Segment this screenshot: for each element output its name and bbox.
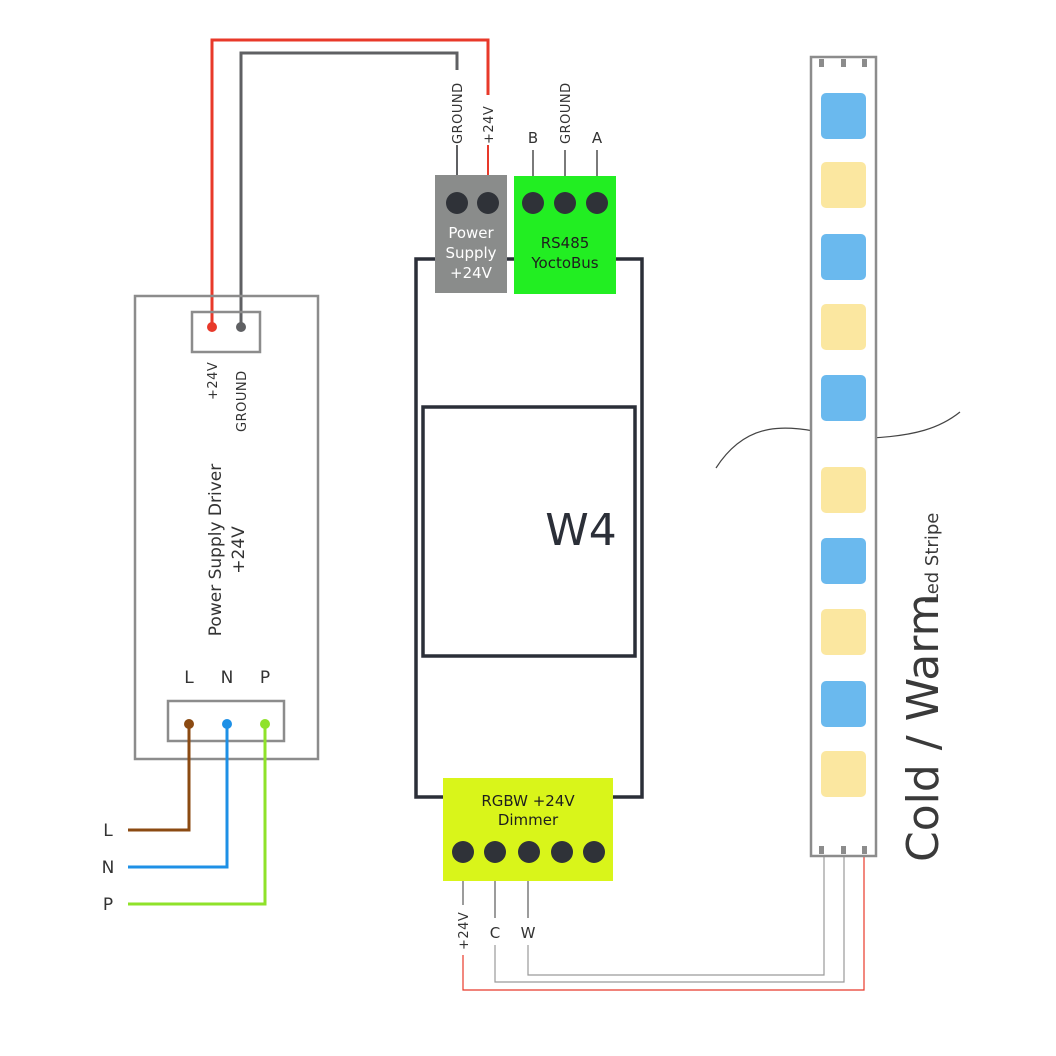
strip-pad-bot-1	[819, 846, 824, 854]
bus-screw-b	[522, 192, 544, 214]
led-chip-yellow	[821, 162, 866, 208]
bus-screw-a	[586, 192, 608, 214]
dimmer-screw-4	[551, 841, 573, 863]
mains-P-label: P	[103, 895, 113, 915]
led-chip-blue	[821, 234, 866, 280]
led-chip-yellow	[821, 304, 866, 350]
w4-front-panel	[421, 405, 637, 658]
wire-plus24-red	[210, 38, 490, 326]
dimmer-screw-3	[518, 841, 540, 863]
psu-out-plus-label: +24V	[206, 362, 221, 400]
wire-ground-grey	[239, 51, 459, 326]
dimmer-pin-c-label: C	[490, 924, 500, 942]
wire-strip-plus	[462, 856, 865, 991]
psu-ground-dot	[236, 322, 246, 332]
wire-N	[128, 724, 229, 869]
led-chip-blue	[821, 538, 866, 584]
led-chip-yellow	[821, 467, 866, 513]
led-chip-blue	[821, 93, 866, 139]
psu-in-N-label: N	[221, 668, 234, 688]
led-chip-yellow	[821, 751, 866, 797]
mains-N-label: N	[102, 858, 115, 878]
power-terminal-line1: Power	[448, 224, 494, 242]
power-terminal-line2: Supply	[445, 244, 496, 262]
bus-pin-a-label: A	[592, 129, 603, 147]
dimmer-terminal	[443, 778, 613, 881]
w4-name: W4	[545, 505, 617, 556]
psu-plus-dot	[207, 322, 217, 332]
strip-title: Cold / Warm	[898, 594, 949, 862]
led-chips	[821, 93, 866, 797]
power-screw-ground	[446, 192, 468, 214]
psu-box	[133, 294, 320, 761]
strip-pad-top-1	[819, 59, 824, 67]
power-pin-plus-label: +24V	[482, 106, 497, 144]
strip-pad-bot-2	[841, 846, 846, 854]
strip-pad-bot-3	[862, 846, 867, 854]
psu-subtitle: +24V	[229, 526, 249, 574]
dimmer-pin-w-label: W	[521, 924, 536, 942]
strip-pad-top-2	[841, 59, 846, 67]
psu-title: Power Supply Driver	[206, 464, 226, 636]
led-chip-blue	[821, 681, 866, 727]
power-terminal-line3: +24V	[450, 264, 493, 282]
mains-L-label: L	[103, 821, 113, 841]
dimmer-pin-plus-label: +24V	[457, 912, 472, 950]
bus-screw-ground	[554, 192, 576, 214]
strip-subtitle: Led Stripe	[922, 513, 943, 604]
power-screw-plus	[477, 192, 499, 214]
wire-strip-w	[527, 856, 825, 976]
power-pin-ground-label: GROUND	[451, 82, 466, 144]
wire-L	[128, 724, 191, 832]
psu-in-L-label: L	[184, 668, 194, 688]
psu-in-P-label: P	[260, 668, 270, 688]
bus-pin-ground-label: GROUND	[559, 82, 574, 144]
dimmer-screw-1	[452, 841, 474, 863]
led-chip-yellow	[821, 609, 866, 655]
led-chip-blue	[821, 375, 866, 421]
strip-pad-top-3	[862, 59, 867, 67]
wire-strip-c	[494, 856, 845, 983]
psu-output-terminal	[190, 310, 262, 354]
bus-pin-b-label: B	[528, 129, 538, 147]
dimmer-terminal-line2: Dimmer	[498, 811, 559, 829]
dimmer-screw-5	[583, 841, 605, 863]
dimmer-terminal-line1: RGBW +24V	[481, 792, 575, 810]
rs485-terminal-line1: RS485	[541, 234, 590, 252]
wire-P	[128, 724, 267, 906]
rs485-terminal-line2: YoctoBus	[530, 254, 598, 272]
psu-out-ground-label: GROUND	[235, 370, 250, 432]
dimmer-screw-2	[484, 841, 506, 863]
